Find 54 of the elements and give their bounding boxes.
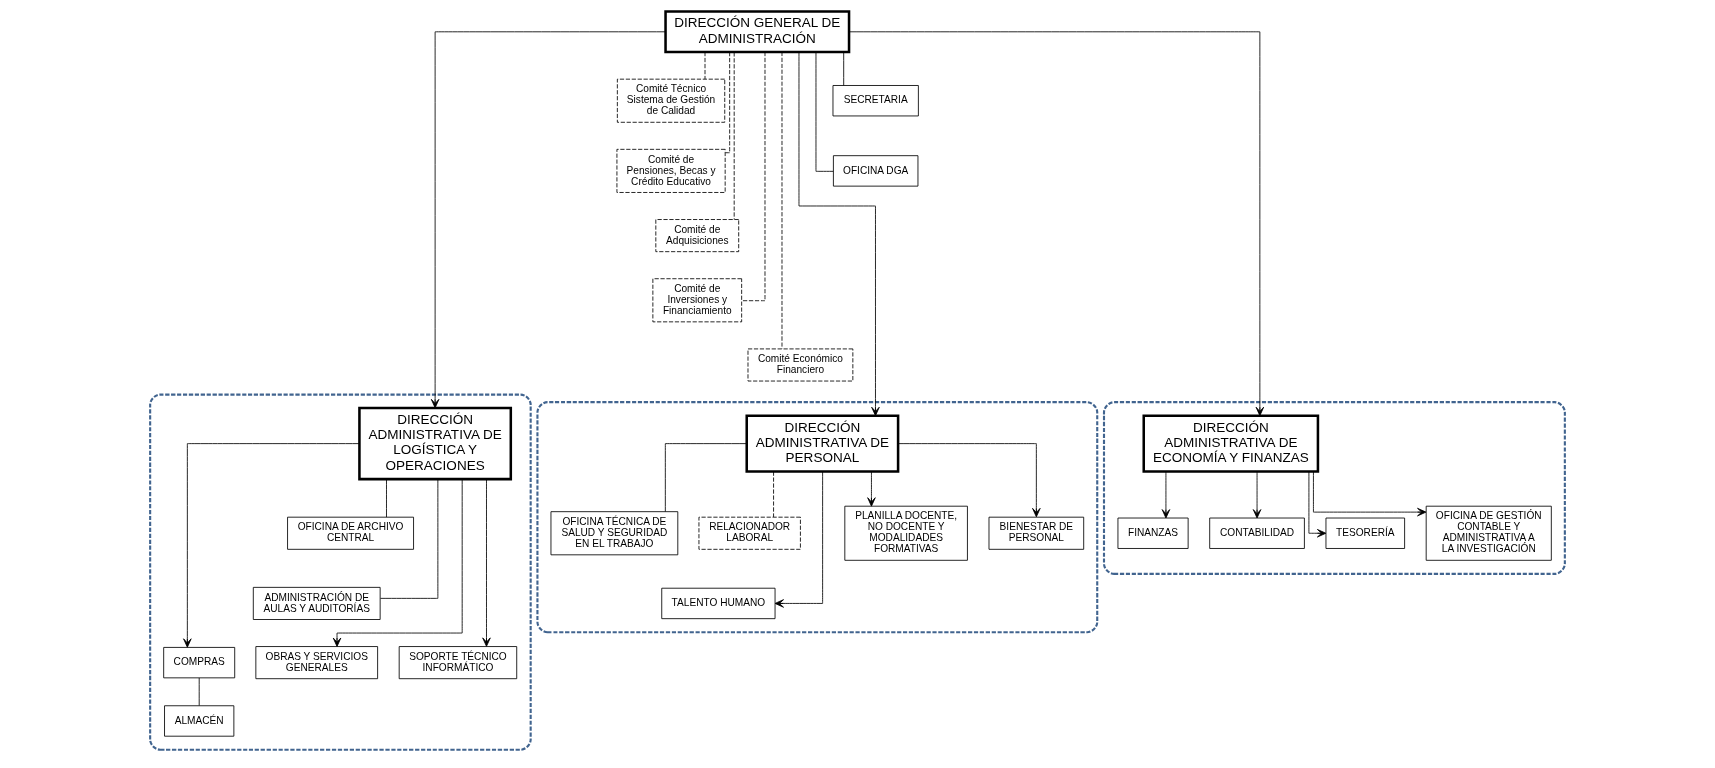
cluster xyxy=(149,393,532,751)
node-box: DIRECCIÓN GENERAL DE ADMINISTRACIÓN xyxy=(664,10,851,54)
node-box: DIRECCIÓN ADMINISTRATIVA DE PERSONAL xyxy=(745,414,900,473)
arrow xyxy=(430,31,666,409)
node-box: SECRETARIA xyxy=(832,85,919,117)
node-box: OFICINA DE ARCHIVO CENTRAL xyxy=(287,516,414,550)
node-box: OFICINA TÉCNICA DE SALUD Y SEGURIDAD EN EL TRABAJO xyxy=(550,511,679,556)
connector xyxy=(198,677,200,706)
arrow xyxy=(482,478,491,647)
arrow xyxy=(332,478,463,647)
arrow xyxy=(1161,471,1171,519)
node-box: OFICINA DE GESTIÓN CONTABLE Y ADMINISTRATIVA A LA INVESTIGACIÓN xyxy=(1425,505,1552,561)
arrow xyxy=(848,31,1265,417)
node-box: BIENESTAR DE PERSONAL xyxy=(988,516,1085,550)
node-box: ALMACÉN xyxy=(164,705,235,737)
node-box: Comité de Adquisiciones xyxy=(655,219,740,253)
node-box: OFICINA DGA xyxy=(832,155,919,187)
cluster xyxy=(536,401,1099,634)
connector xyxy=(380,479,439,599)
arrow xyxy=(867,471,876,507)
node-box: COMPRAS xyxy=(163,647,236,679)
arrow xyxy=(798,51,880,417)
connector xyxy=(704,51,706,80)
node-box: Comité Técnico Sistema de Gestión de Calidad xyxy=(616,78,726,123)
arrow xyxy=(183,443,360,648)
node-box: Comité de Inversiones y Financiamiento xyxy=(652,278,743,323)
node-box: DIRECCIÓN ADMINISTRATIVA DE LOGÍSTICA Y OPERACIONES xyxy=(358,406,513,481)
node-box: SOPORTE TÉCNICO INFORMÁTICO xyxy=(398,646,518,680)
node-box: RELACIONADOR LABORAL xyxy=(698,516,801,550)
connector xyxy=(386,478,387,518)
connector xyxy=(843,51,845,86)
connector xyxy=(741,51,766,302)
arrow xyxy=(1252,471,1262,519)
node-box: CONTABILIDAD xyxy=(1209,517,1305,549)
node-box: Comité de Pensiones, Becas y Crédito Educativo xyxy=(616,148,726,193)
connector xyxy=(815,51,834,172)
arrow xyxy=(1308,471,1327,538)
node-box: TESORERÍA xyxy=(1325,517,1406,549)
node-box: TALENTO HUMANO xyxy=(661,587,776,620)
arrow xyxy=(1313,471,1427,517)
node-box: FINANZAS xyxy=(1117,517,1189,549)
arrow xyxy=(774,471,824,608)
node-box: DIRECCIÓN ADMINISTRATIVA DE ECONOMÍA Y FINANZAS xyxy=(1142,414,1320,473)
node-box: Comité Económico Financiero xyxy=(747,348,854,382)
arrow xyxy=(897,443,1041,518)
node-box: ADMINISTRACIÓN DE AULAS Y AUDITORÍAS xyxy=(252,586,381,620)
connector xyxy=(781,51,783,349)
connector xyxy=(733,52,735,220)
connector xyxy=(664,443,748,512)
node-box: PLANILLA DOCENTE, NO DOCENTE Y MODALIDADES FORMATIVAS xyxy=(844,505,968,561)
connector xyxy=(725,51,731,154)
node-box: OBRAS Y SERVICIOS GENERALES xyxy=(255,646,379,680)
connector xyxy=(773,471,774,518)
cluster xyxy=(1102,401,1566,575)
